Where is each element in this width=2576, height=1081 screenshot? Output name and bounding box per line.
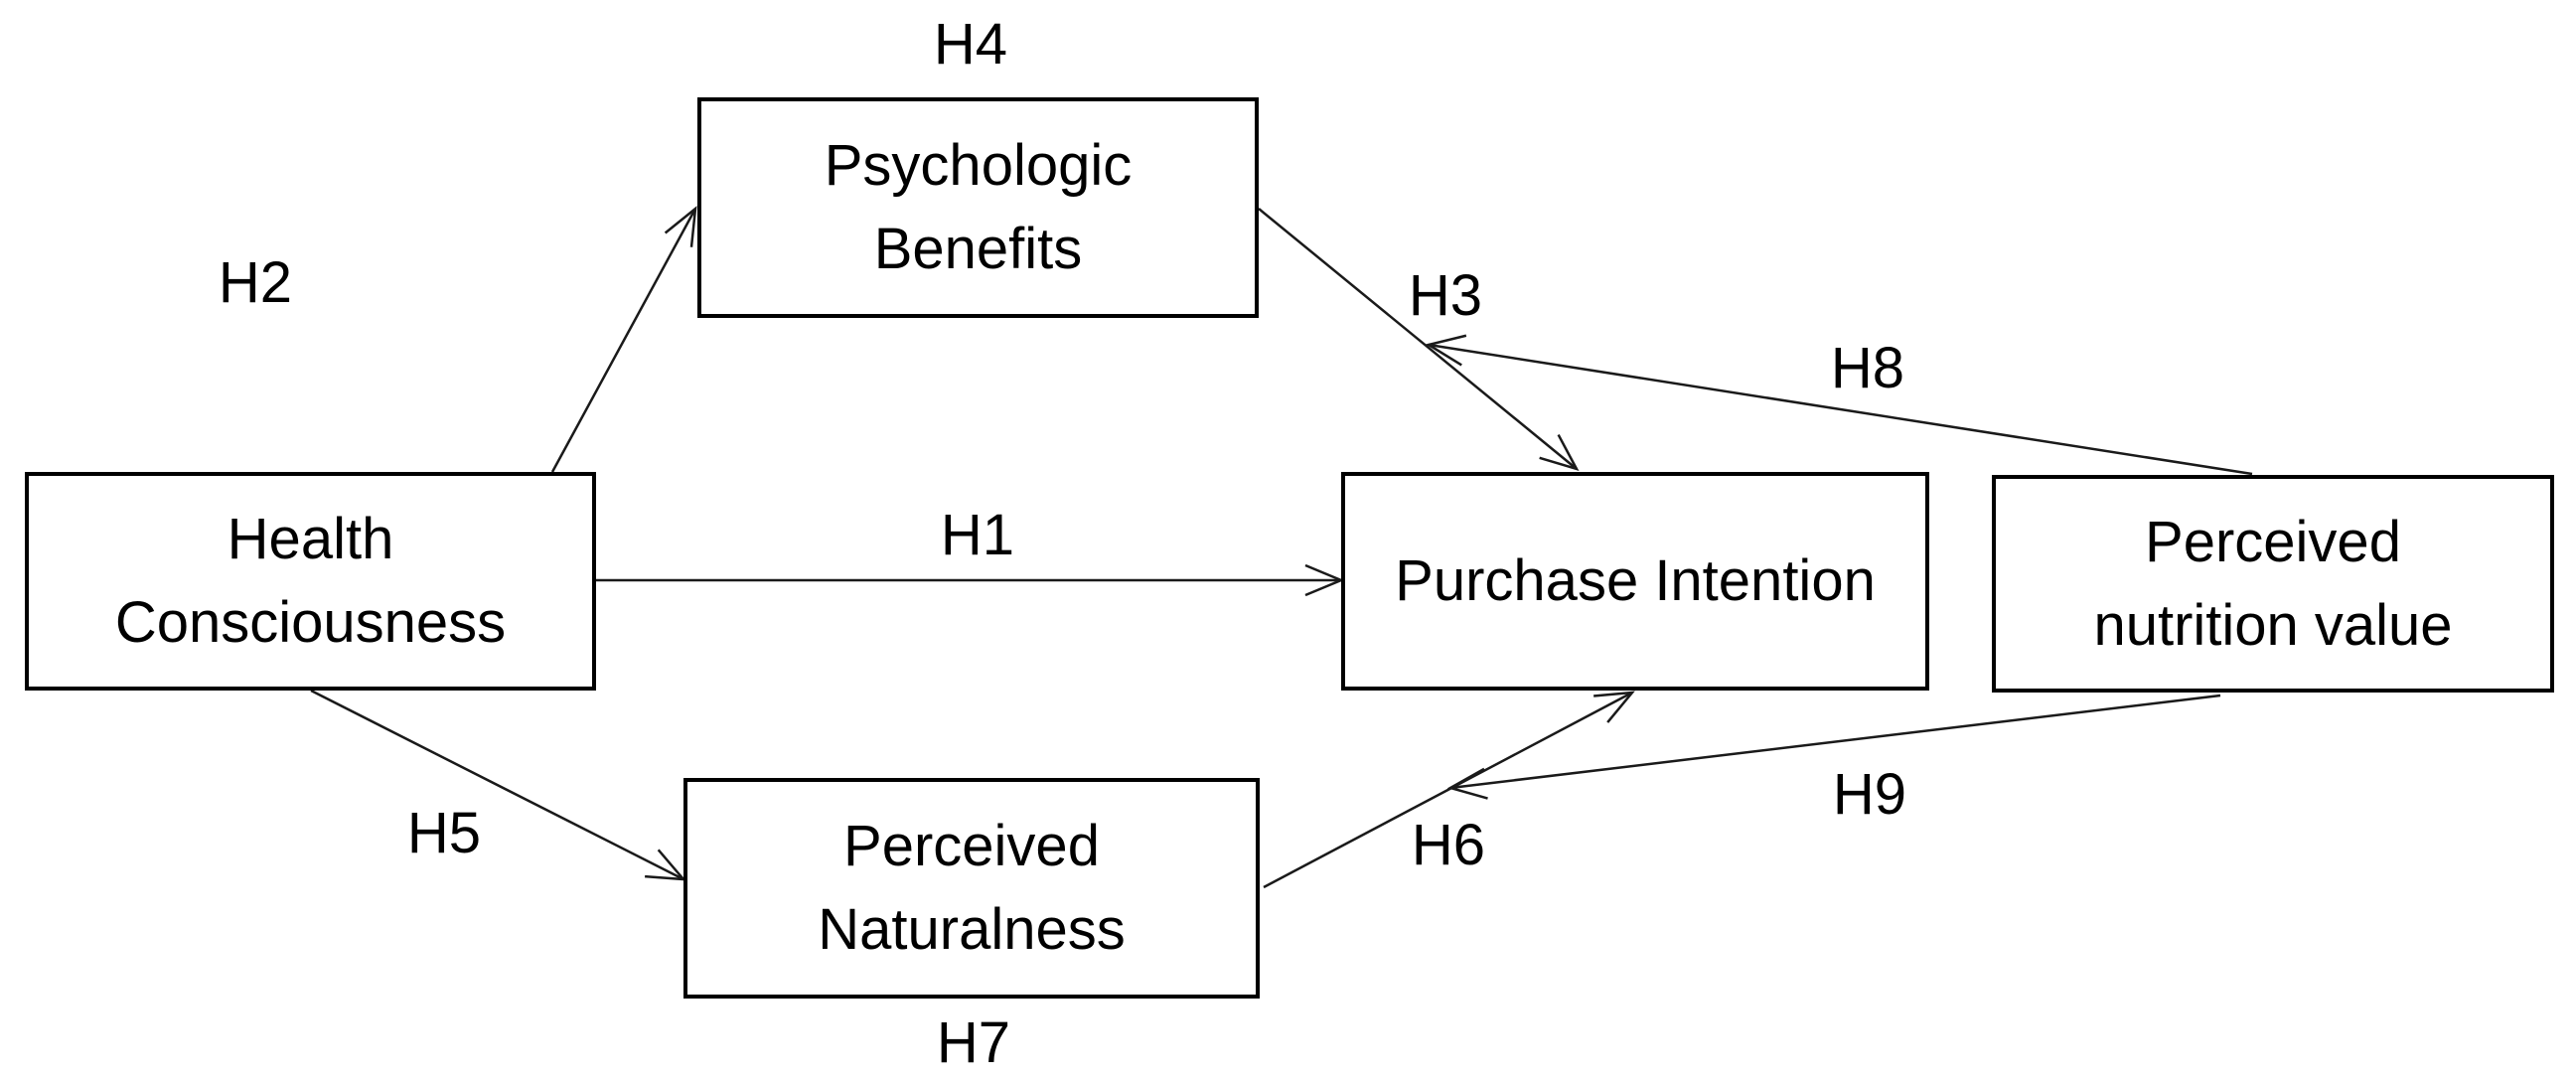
node-text-line: Perceived	[843, 814, 1100, 878]
node-perceived-naturalness: Perceived Naturalness	[683, 778, 1260, 999]
node-health-consciousness-label: Health Consciousness	[115, 498, 506, 665]
node-perceived-naturalness-label: Perceived Naturalness	[818, 805, 1125, 972]
label-h7: H7	[936, 1010, 1011, 1075]
node-text-line: Purchase Intention	[1395, 548, 1876, 613]
arrow-h2	[550, 206, 697, 473]
arrow-h3	[1258, 208, 1580, 472]
label-h2: H2	[218, 250, 293, 315]
label-h8: H8	[1830, 336, 1905, 400]
label-h5: H5	[406, 801, 482, 865]
node-perceived-nutrition-value: Perceived nutrition value	[1992, 475, 2554, 693]
node-psychologic-benefits: Psychologic Benefits	[697, 97, 1259, 318]
node-text-line: nutrition value	[2093, 592, 2453, 658]
node-purchase-intention: Purchase Intention	[1341, 472, 1929, 691]
label-h6: H6	[1411, 813, 1486, 877]
node-text-line: Naturalness	[818, 897, 1126, 962]
label-h3: H3	[1408, 263, 1483, 328]
node-text-line: Health	[227, 507, 394, 571]
node-text-line: Consciousness	[114, 590, 507, 655]
arrow-h5	[310, 689, 686, 881]
node-perceived-nutrition-value-label: Perceived nutrition value	[2093, 501, 2452, 668]
label-h4: H4	[933, 12, 1008, 77]
label-h1: H1	[940, 503, 1015, 567]
node-text-line: Benefits	[873, 217, 1083, 281]
node-text-line: Perceived	[2145, 509, 2401, 574]
label-h9: H9	[1832, 762, 1907, 827]
node-purchase-intention-label: Purchase Intention	[1395, 540, 1876, 623]
node-text-line: Psychologic	[824, 133, 1133, 198]
arrow-h8	[1425, 334, 2253, 476]
node-health-consciousness: Health Consciousness	[25, 472, 596, 691]
node-psychologic-benefits-label: Psychologic Benefits	[825, 124, 1132, 291]
arrow-h9	[1446, 694, 2221, 800]
